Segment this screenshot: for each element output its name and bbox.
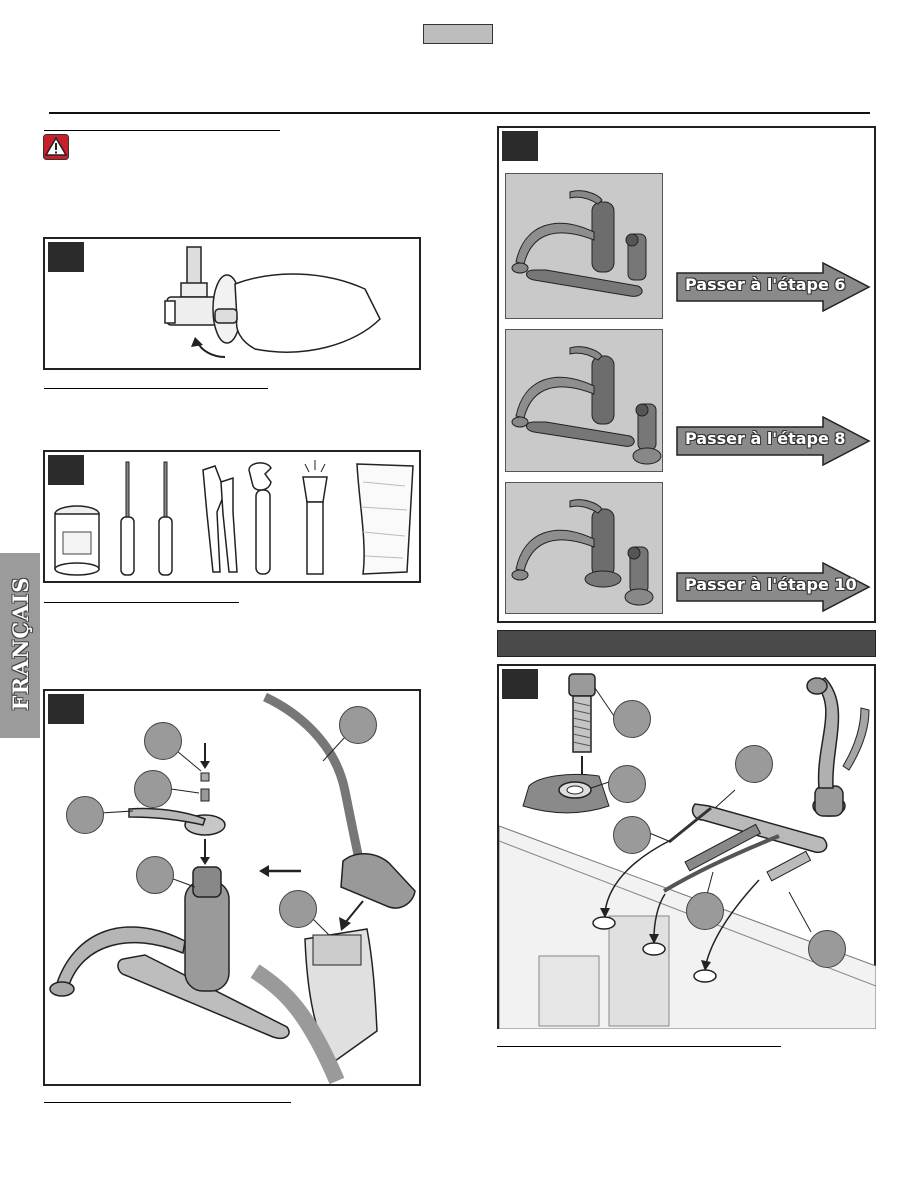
language-label: FRANÇAIS	[8, 576, 33, 711]
callout-marker	[613, 816, 651, 854]
callout-marker	[134, 770, 172, 808]
language-side-tab: FRANÇAIS	[0, 553, 40, 738]
options-step-number	[502, 131, 538, 161]
section-header-bar	[497, 630, 876, 657]
header-rule	[49, 112, 870, 114]
go-to-step-10-label: Passer à l'étape 10	[685, 575, 857, 594]
step-2-number	[48, 455, 84, 485]
installation-panel	[497, 664, 876, 1029]
step-1-panel	[43, 237, 421, 370]
section-rule-tools	[44, 388, 268, 389]
go-to-step-6-button[interactable]: Passer à l'étape 6	[675, 261, 871, 313]
callout-marker	[808, 930, 846, 968]
installation-step-number	[502, 669, 538, 699]
callout-marker	[66, 796, 104, 834]
faucet-photo-option-2	[505, 329, 663, 472]
callout-marker	[686, 892, 724, 930]
header-tag	[423, 24, 493, 44]
go-to-step-6-label: Passer à l'étape 6	[685, 275, 846, 294]
go-to-step-8-button[interactable]: Passer à l'étape 8	[675, 415, 871, 467]
go-to-step-8-label: Passer à l'étape 8	[685, 429, 846, 448]
shutoff-valve-illustration	[164, 246, 381, 358]
faucet-photo-option-3	[505, 482, 663, 614]
callout-marker	[339, 706, 377, 744]
callout-marker	[735, 745, 773, 783]
callout-marker	[144, 722, 182, 760]
go-to-step-10-button[interactable]: Passer à l'étape 10	[675, 561, 871, 613]
section-rule-bottom-left	[44, 1102, 291, 1103]
warning-icon	[43, 134, 69, 160]
section-rule-bottom-right	[497, 1046, 781, 1047]
step-3-panel	[43, 689, 421, 1086]
tools-illustration	[54, 460, 414, 576]
step-1-number	[48, 242, 84, 272]
section-rule-remove	[44, 602, 239, 603]
faucet-disassembly-illustration	[49, 692, 416, 1085]
callout-marker	[608, 765, 646, 803]
step-2-tools-panel	[43, 450, 421, 583]
configuration-options-panel: Passer à l'étape 6 Passer à l'étape 8 Pa…	[497, 126, 876, 623]
callout-marker	[279, 890, 317, 928]
faucet-installation-illustration	[499, 673, 876, 1029]
callout-marker	[136, 856, 174, 894]
step-3-number	[48, 694, 84, 724]
section-rule-warning	[44, 130, 280, 131]
callout-marker	[613, 700, 651, 738]
faucet-photo-option-1	[505, 173, 663, 319]
